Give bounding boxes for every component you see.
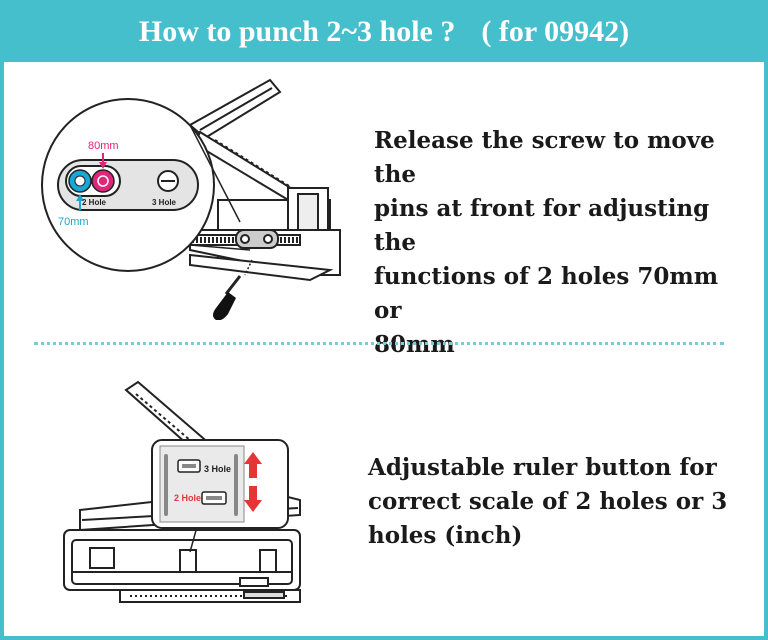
title-banner: How to punch 2~3 hole ? ( for 09942) xyxy=(0,0,768,62)
instruction-line: holes (inch) xyxy=(368,522,523,549)
instruction-line: functions of 2 holes 70mm or xyxy=(374,263,719,324)
instruction-line: Adjustable ruler button for xyxy=(368,454,717,481)
label-80mm: 80mm xyxy=(88,140,119,152)
label-2-hole-ruler: 2 Hole xyxy=(174,493,201,503)
instruction-text-1: Release the screw to move the pins at fr… xyxy=(374,124,746,362)
label-70mm: 70mm xyxy=(58,216,89,228)
page-title: How to punch 2~3 hole ? xyxy=(138,15,456,48)
instruction-line: Release the screw to move the xyxy=(374,127,715,188)
instruction-text-2: Adjustable ruler button for correct scal… xyxy=(368,451,740,553)
instruction-line: correct scale of 2 holes or 3 xyxy=(368,488,728,515)
punch-illustration-top: 80mm 70mm 2 Hole 3 Hole xyxy=(41,78,341,320)
punch-illustration-bottom: 3 Hole 2 Hole xyxy=(63,380,301,603)
label-3-hole: 3 Hole xyxy=(152,198,177,207)
label-3-hole-ruler: 3 Hole xyxy=(204,464,231,474)
section-divider xyxy=(34,342,724,345)
model-number: ( for 09942) xyxy=(481,15,630,48)
instruction-line: pins at front for adjusting the xyxy=(374,195,710,256)
label-2-hole: 2 Hole xyxy=(82,198,107,207)
instruction-line: 80mm xyxy=(374,331,455,358)
